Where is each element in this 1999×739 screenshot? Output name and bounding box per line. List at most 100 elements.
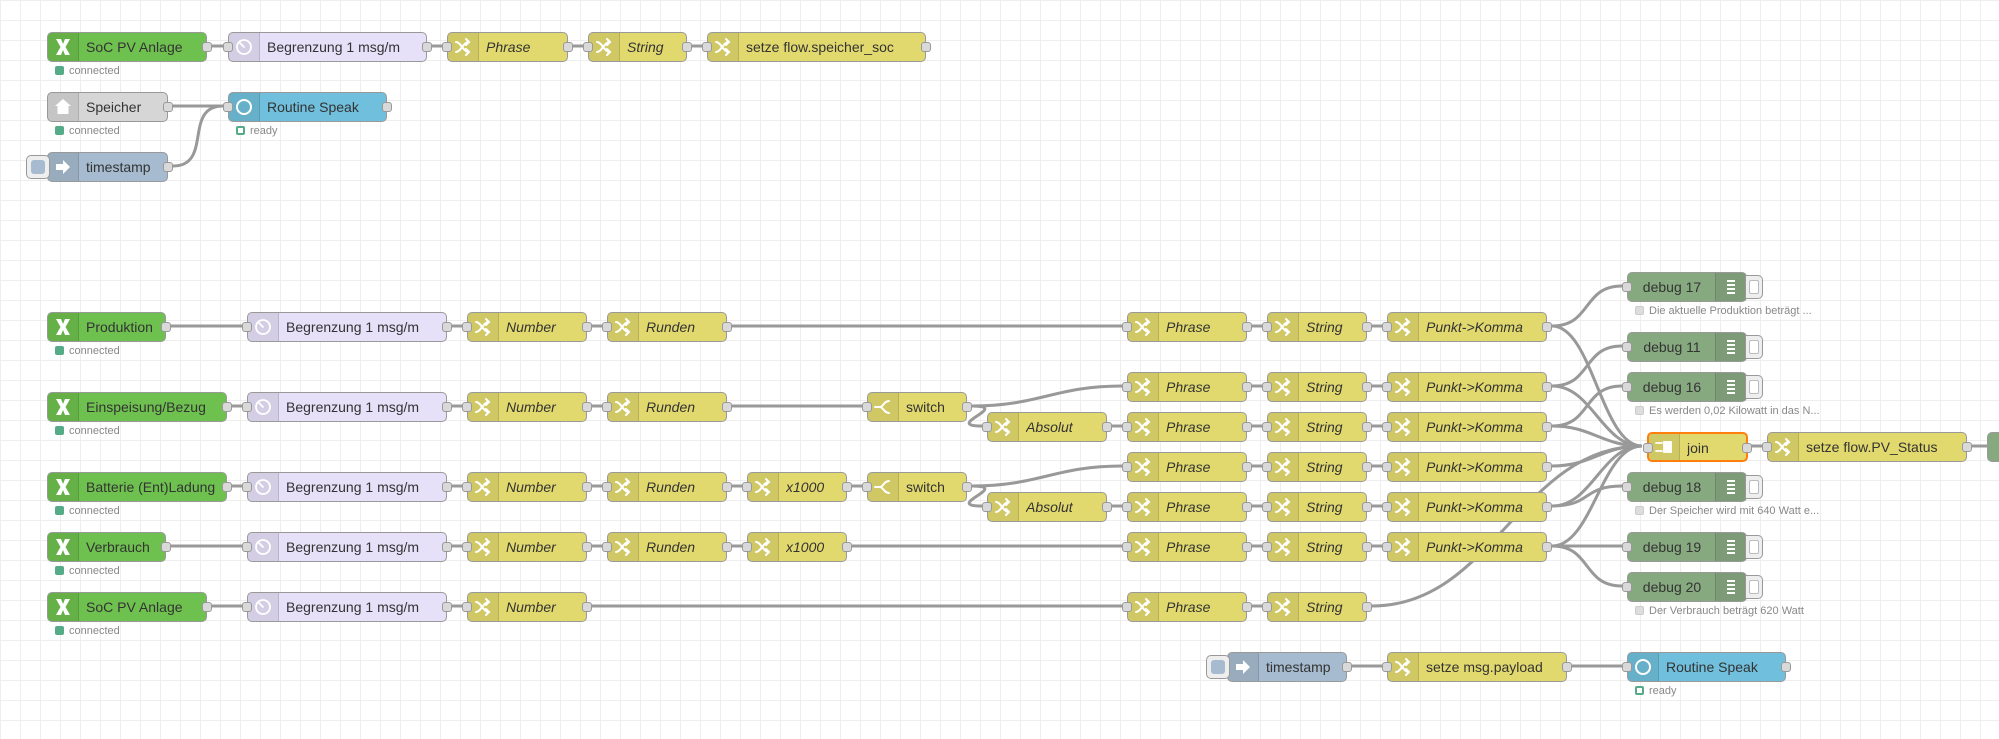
input-port[interactable] [242, 542, 252, 552]
output-port[interactable] [962, 482, 972, 492]
input-port[interactable] [602, 542, 612, 552]
input-port[interactable] [602, 322, 612, 332]
output-port[interactable] [202, 602, 212, 612]
node-b8[interactable]: String [1262, 452, 1372, 482]
output-port[interactable] [1242, 422, 1252, 432]
node-e6[interactable]: Phrase [1122, 372, 1252, 402]
debug-toggle-button[interactable] [1745, 275, 1763, 299]
output-port[interactable] [1542, 422, 1552, 432]
node-v4[interactable]: Runden [602, 532, 732, 562]
input-port[interactable] [1262, 542, 1272, 552]
inject-trigger-button[interactable] [1206, 655, 1230, 679]
node-e5[interactable]: switch [862, 392, 972, 422]
node-t2[interactable]: setze msg.payload [1382, 652, 1572, 682]
node-s3[interactable]: Number [462, 592, 592, 622]
wire-e12-j1[interactable] [1551, 424, 1643, 448]
debug-toggle-button[interactable] [1745, 575, 1763, 599]
output-port[interactable] [222, 482, 232, 492]
output-port[interactable] [442, 602, 452, 612]
input-port[interactable] [583, 42, 593, 52]
node-b6[interactable]: switch [862, 472, 972, 502]
wire-v8-d20[interactable] [1551, 544, 1623, 588]
debug-toggle-button[interactable] [1745, 375, 1763, 399]
node-d11[interactable]: debug 11 [1622, 332, 1763, 362]
input-port[interactable] [462, 482, 472, 492]
node-e2[interactable]: Begrenzung 1 msg/m [242, 392, 452, 422]
input-port[interactable] [1622, 382, 1632, 392]
output-port[interactable] [1542, 322, 1552, 332]
wire-e5-e6[interactable] [971, 384, 1123, 408]
wire-p7-d17[interactable] [1551, 284, 1623, 328]
input-port[interactable] [1122, 542, 1132, 552]
input-port[interactable] [1622, 542, 1632, 552]
node-b4[interactable]: Runden [602, 472, 732, 502]
node-v2[interactable]: Begrenzung 1 msg/m [242, 532, 452, 562]
output-port[interactable] [842, 482, 852, 492]
output-port[interactable] [161, 322, 171, 332]
output-port[interactable] [1362, 502, 1372, 512]
input-port[interactable] [462, 402, 472, 412]
node-e11[interactable]: String [1262, 412, 1372, 442]
input-port[interactable] [1262, 422, 1272, 432]
node-v5[interactable]: x1000 [742, 532, 852, 562]
output-port[interactable] [442, 482, 452, 492]
input-port[interactable] [462, 322, 472, 332]
output-port[interactable] [1542, 382, 1552, 392]
output-port[interactable] [1962, 442, 1972, 452]
output-port[interactable] [1242, 602, 1252, 612]
input-port[interactable] [1122, 322, 1132, 332]
wire-b9-j1[interactable] [1551, 444, 1643, 468]
node-v8[interactable]: Punkt->Komma [1382, 532, 1552, 562]
node-b3[interactable]: Number [462, 472, 592, 502]
node-e7[interactable]: String [1262, 372, 1372, 402]
node-j1[interactable]: join [1643, 432, 1752, 462]
output-port[interactable] [1242, 502, 1252, 512]
output-port[interactable] [163, 102, 173, 112]
input-port[interactable] [1382, 382, 1392, 392]
node-b2[interactable]: Begrenzung 1 msg/m [242, 472, 452, 502]
output-port[interactable] [722, 542, 732, 552]
output-port[interactable] [962, 402, 972, 412]
input-port[interactable] [223, 102, 233, 112]
output-port[interactable] [1542, 462, 1552, 472]
output-port[interactable] [582, 542, 592, 552]
output-port[interactable] [422, 42, 432, 52]
wire-e12-d16[interactable] [1551, 384, 1623, 428]
node-e12[interactable]: Punkt->Komma [1382, 412, 1552, 442]
output-port[interactable] [1242, 322, 1252, 332]
output-port[interactable] [1542, 542, 1552, 552]
input-port[interactable] [223, 42, 233, 52]
node-v3[interactable]: Number [462, 532, 592, 562]
output-port[interactable] [921, 42, 931, 52]
node-p5[interactable]: Phrase [1122, 312, 1252, 342]
input-port[interactable] [1622, 342, 1632, 352]
output-port[interactable] [161, 542, 171, 552]
output-port[interactable] [1362, 462, 1372, 472]
node-b7[interactable]: Phrase [1122, 452, 1252, 482]
input-port[interactable] [1382, 662, 1392, 672]
output-port[interactable] [1362, 602, 1372, 612]
output-port[interactable] [722, 402, 732, 412]
node-n4[interactable]: String [583, 32, 692, 62]
output-port[interactable] [222, 402, 232, 412]
input-port[interactable] [742, 482, 752, 492]
input-port[interactable] [242, 482, 252, 492]
node-v7[interactable]: String [1262, 532, 1372, 562]
input-port[interactable] [862, 402, 872, 412]
node-n8[interactable]: timestamp [26, 152, 173, 182]
node-b13[interactable]: Punkt->Komma [1382, 492, 1552, 522]
output-port[interactable] [442, 542, 452, 552]
input-port[interactable] [1262, 382, 1272, 392]
input-port[interactable] [1762, 442, 1772, 452]
